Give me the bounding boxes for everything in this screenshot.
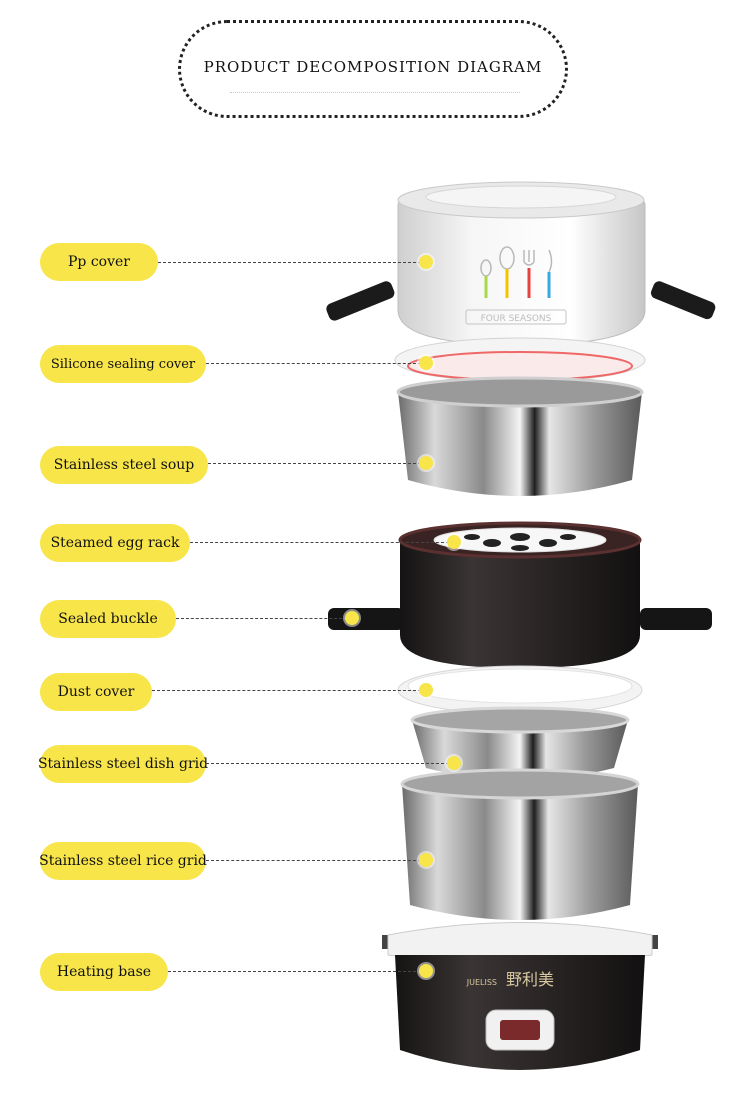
diagram-title: PRODUCT DECOMPOSITION DIAGRAM	[203, 58, 543, 76]
label-pp-cover: Pp cover	[40, 243, 158, 281]
leader-heating-base	[168, 971, 426, 972]
marker-dust-cover	[419, 683, 433, 697]
marker-pp-cover	[419, 255, 433, 269]
lid-text: FOUR SEASONS	[481, 314, 552, 324]
dust-cover-shape	[397, 665, 643, 715]
leader-pp-cover	[158, 262, 426, 263]
label-steamed-egg-rack: Steamed egg rack	[40, 524, 190, 562]
label-heating-base: Heating base	[40, 953, 168, 991]
brand-latin: JUELISS	[466, 978, 497, 987]
leader-dust-cover	[152, 690, 426, 691]
label-silicone-sealing-cover: Silicone sealing cover	[40, 345, 206, 383]
marker-stainless-steel-dish-grid	[447, 756, 461, 770]
marker-stainless-steel-soup	[419, 456, 433, 470]
label-stainless-steel-rice-grid: Stainless steel rice grid	[39, 842, 207, 880]
stainless-steel-dish-grid-shape	[410, 706, 630, 780]
label-sealed-buckle: Sealed buckle	[40, 600, 176, 638]
leader-silicone-sealing-cover	[206, 363, 426, 364]
title-divider	[230, 92, 520, 94]
title-frame	[178, 20, 568, 118]
marker-steamed-egg-rack	[447, 535, 461, 549]
heating-base-shape: JUELISS 野利美	[382, 922, 658, 1070]
stainless-steel-rice-grid-shape	[400, 768, 640, 920]
label-dust-cover: Dust cover	[40, 673, 152, 711]
dark-pot-shape	[328, 521, 712, 668]
label-stainless-steel-dish-grid: Stainless steel dish grid	[38, 745, 208, 783]
stainless-steel-soup-shape	[396, 376, 644, 496]
leader-sealed-buckle	[176, 618, 352, 619]
pp-cover-shape: FOUR SEASONS	[326, 181, 716, 346]
leader-stainless-steel-soup	[208, 463, 426, 464]
marker-heating-base	[419, 964, 433, 978]
brand-cjk: 野利美	[506, 970, 554, 989]
label-stainless-steel-soup: Stainless steel soup	[40, 446, 208, 484]
marker-silicone-sealing-cover	[419, 356, 433, 370]
leader-stainless-steel-rice-grid	[206, 860, 426, 861]
marker-stainless-steel-rice-grid	[419, 853, 433, 867]
leader-stainless-steel-dish-grid	[206, 763, 454, 764]
marker-sealed-buckle	[345, 611, 359, 625]
leader-steamed-egg-rack	[190, 542, 454, 543]
